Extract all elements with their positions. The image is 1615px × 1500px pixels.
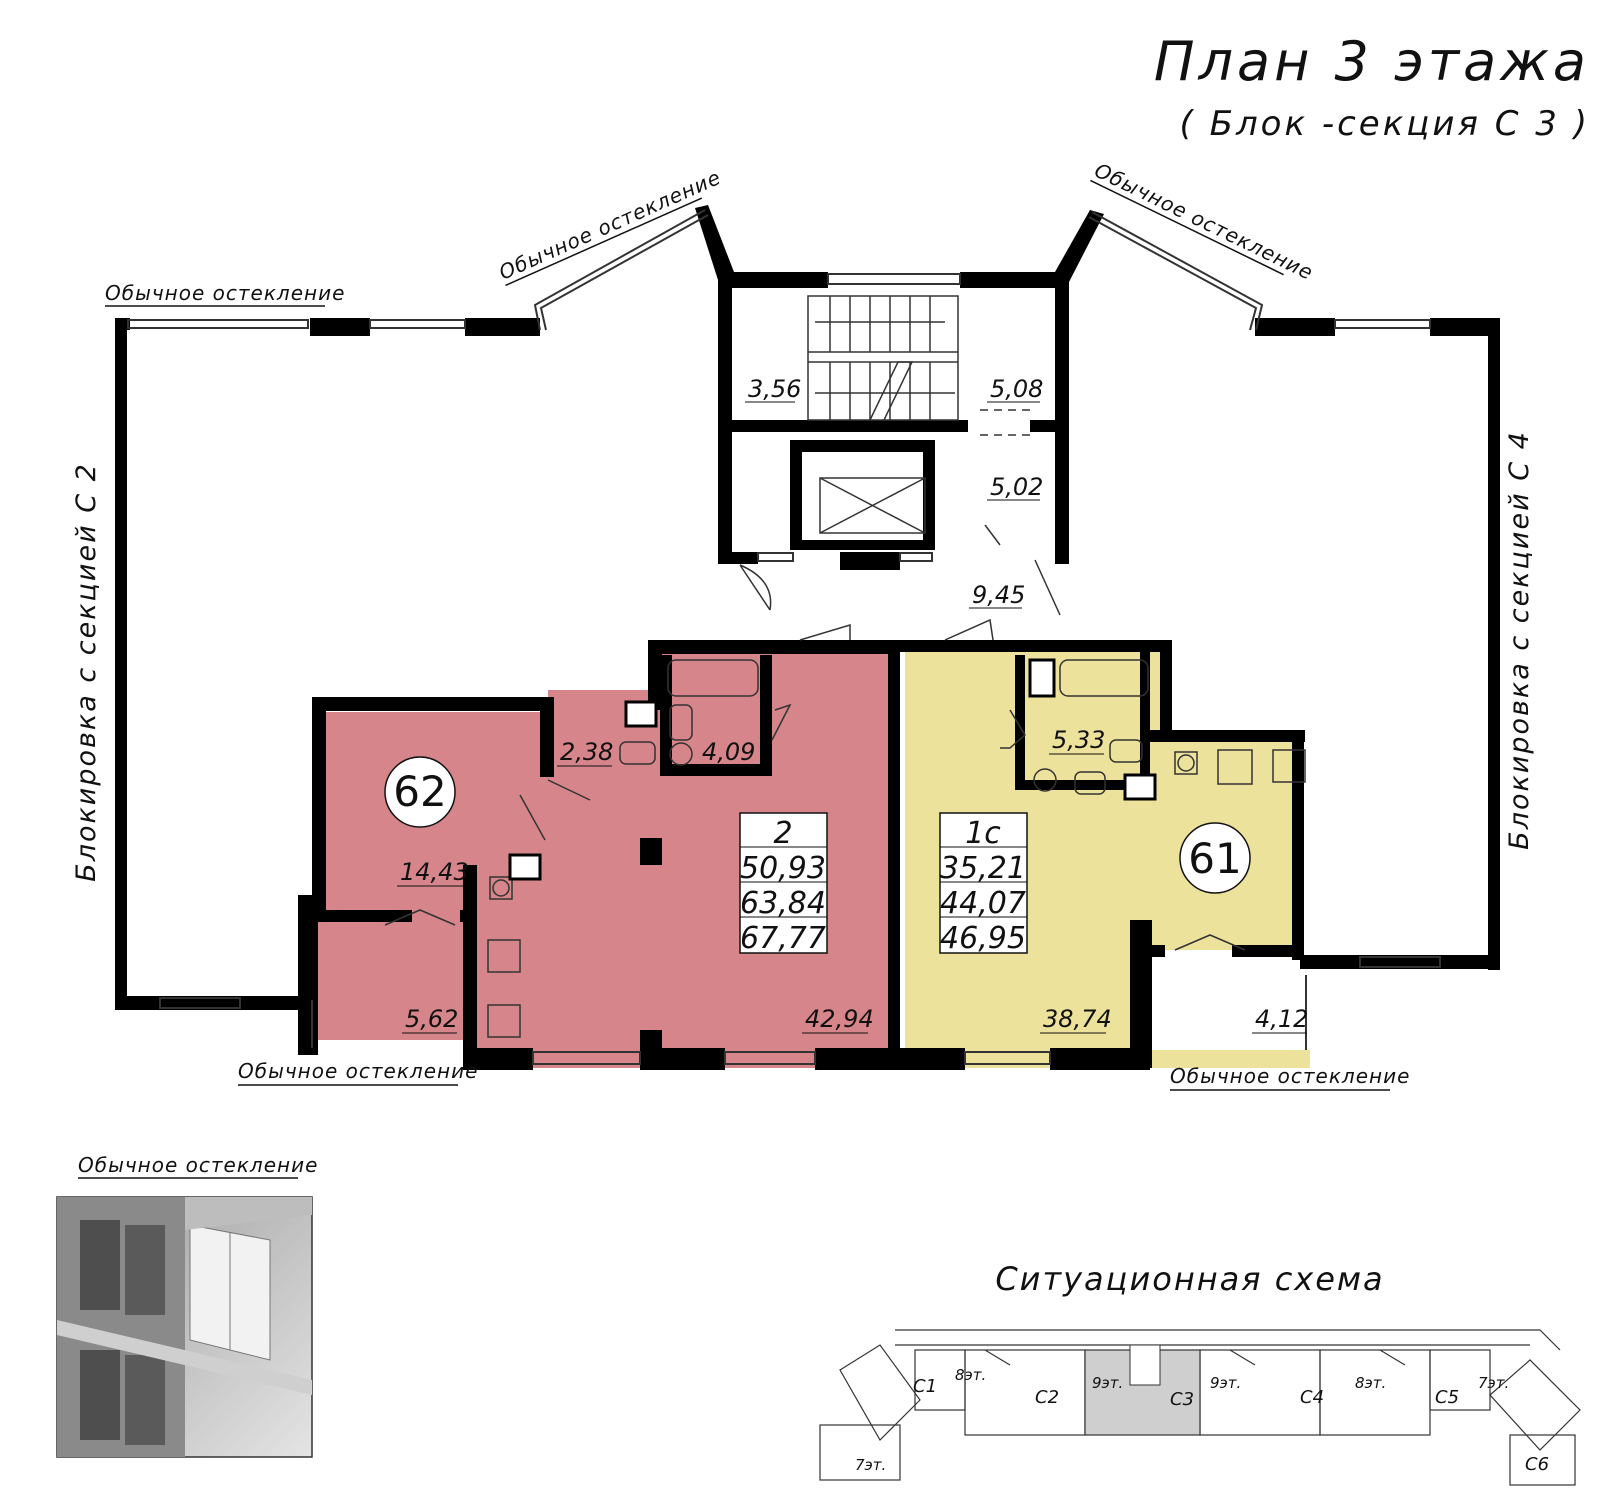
- section-label: С3: [1170, 1389, 1194, 1410]
- room-area: 4,09: [702, 738, 755, 766]
- room-count: 1с: [965, 816, 1001, 851]
- room-area: 14,43: [400, 858, 469, 886]
- living-area: 35,21: [940, 851, 1026, 886]
- section-label: С5: [1435, 1387, 1459, 1408]
- area-label: 9,45: [972, 581, 1025, 609]
- apartment-number: 62: [393, 767, 446, 816]
- room-area: 5,62: [405, 1005, 458, 1033]
- section-label: С6: [1525, 1454, 1549, 1475]
- room-area: 5,33: [1052, 726, 1105, 754]
- glazing-label: Обычное остекление: [78, 1153, 318, 1177]
- situation-scheme: Ситуационная схема С1 С2 С3 С4 С5 С6: [819, 1260, 1581, 1486]
- glazing-label: Обычное остекление: [1170, 1064, 1410, 1088]
- situation-title: Ситуационная схема: [995, 1260, 1384, 1298]
- room-area: 4,12: [1255, 1005, 1308, 1033]
- floor-label: 7эт.: [1478, 1374, 1509, 1392]
- section-label: С2: [1035, 1387, 1059, 1408]
- total-area-with-balcony: 67,77: [740, 921, 826, 956]
- total-area-with-balcony: 46,95: [940, 921, 1026, 956]
- room-area: 38,74: [1043, 1005, 1112, 1033]
- area-label: 5,08: [990, 375, 1043, 403]
- area-label: 5,02: [990, 473, 1043, 501]
- section-label: С4: [1300, 1387, 1324, 1408]
- side-label-left: Блокировка с секцией С 2: [71, 462, 102, 882]
- floor-label: 9эт.: [1210, 1374, 1241, 1392]
- page-title: План 3 этажа: [1154, 30, 1590, 93]
- room-area: 2,38: [560, 738, 613, 766]
- sanitary-fixtures: [487, 658, 1306, 1038]
- apartment-62-fill[interactable]: [318, 650, 890, 1068]
- glazing-label: Обычное остекление: [238, 1059, 478, 1083]
- page-subtitle: ( Блок -секция С 3 ): [1180, 104, 1590, 144]
- apartment-number: 61: [1188, 834, 1241, 883]
- floor-label: 7эт.: [855, 1456, 886, 1474]
- stairwell: [807, 295, 1030, 534]
- glazing-label: Обычное остекление: [1091, 158, 1318, 285]
- apartment-61[interactable]: 61 1с 35,21 44,07 46,95 5,33 38,74 4,12: [939, 726, 1308, 1034]
- section-label: С1: [913, 1376, 937, 1397]
- room-count: 2: [773, 816, 792, 851]
- living-area: 50,93: [740, 851, 826, 886]
- area-label: 3,56: [748, 375, 801, 403]
- floor-label: 9эт.: [1092, 1374, 1123, 1392]
- common-area-labels: 3,56 5,08 5,02 9,45: [745, 375, 1043, 609]
- total-area: 44,07: [940, 886, 1026, 921]
- doors: [384, 524, 1246, 951]
- walls: [115, 205, 1500, 1070]
- apartment-61-fill[interactable]: [905, 650, 1310, 1068]
- room-area: 42,94: [805, 1005, 874, 1033]
- floor-label: 8эт.: [955, 1366, 986, 1384]
- balcony-render-image: [56, 1196, 313, 1458]
- side-label-right: Блокировка с секцией С 4: [1504, 430, 1535, 850]
- glazing-label: Обычное остекление: [105, 281, 345, 305]
- floor-label: 8эт.: [1355, 1374, 1386, 1392]
- windows: [127, 209, 1441, 1065]
- apartment-62[interactable]: 62 2 50,93 63,84 67,77 14,43 2,38 4,09 4…: [384, 738, 874, 1034]
- total-area: 63,84: [740, 886, 826, 921]
